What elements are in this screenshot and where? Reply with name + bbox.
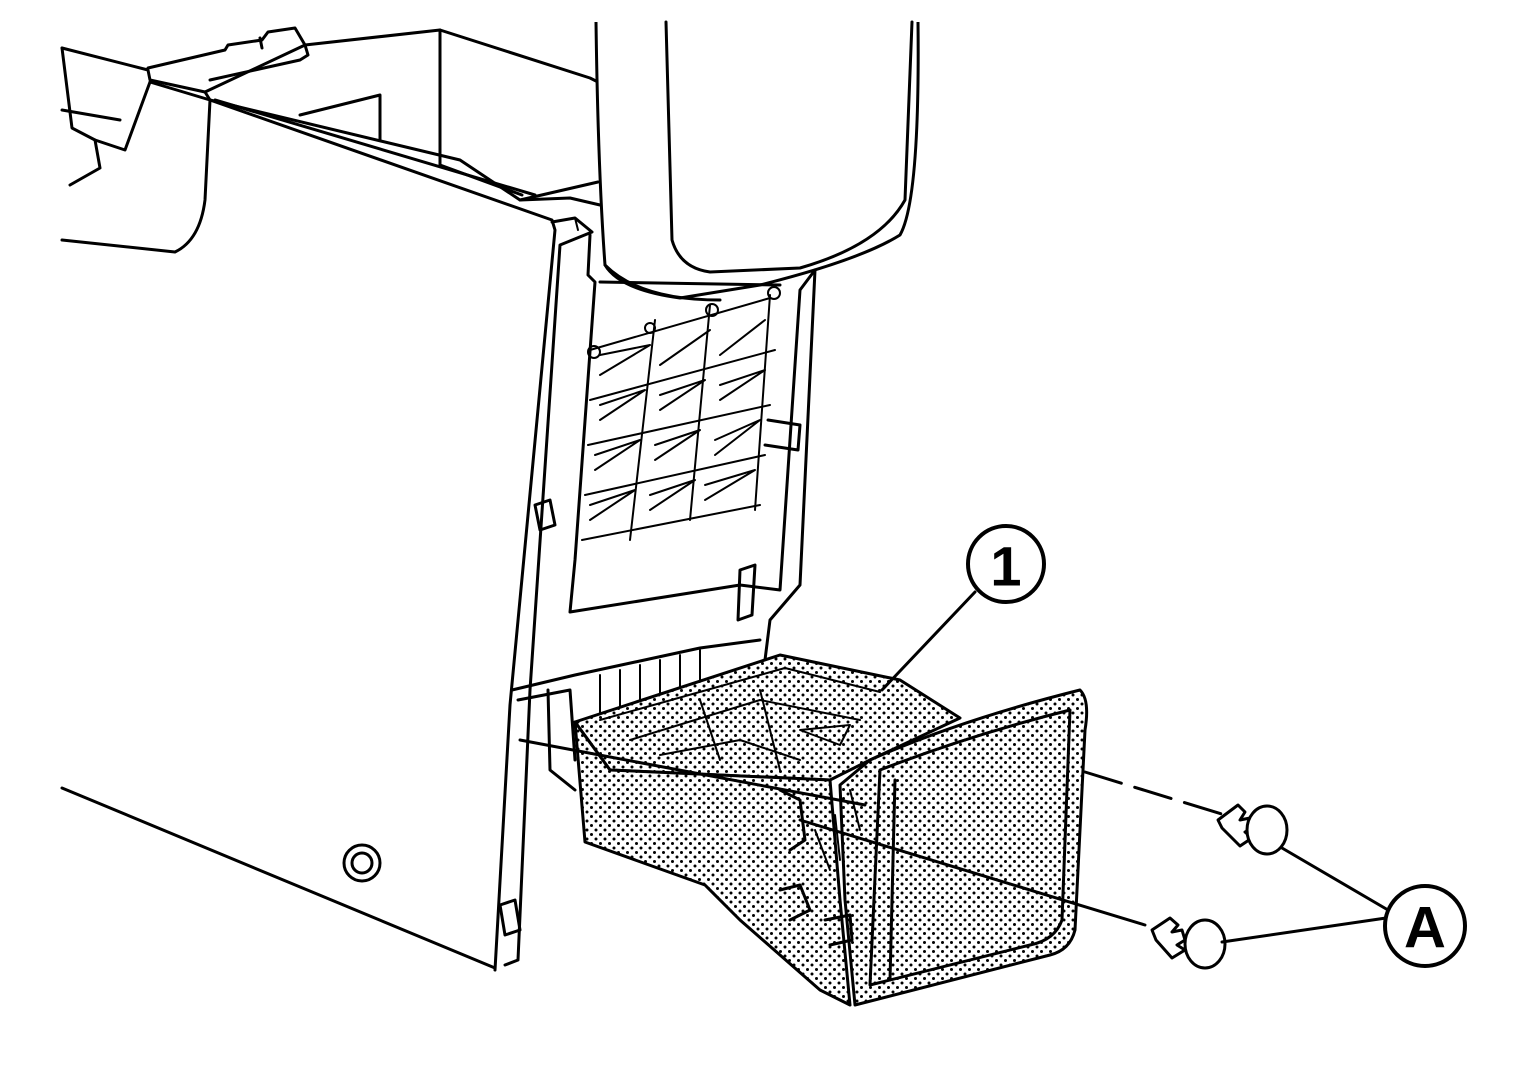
leader-lines [880, 590, 1390, 944]
assembly-guide-lines [518, 738, 1227, 927]
callout-a-label: A [1404, 896, 1446, 961]
console-rear-bracket [510, 233, 817, 792]
callout-1: 1 [966, 524, 1046, 604]
clip-lower [1150, 916, 1227, 970]
rear-finisher-part-1 [573, 653, 1089, 1007]
center-console-body [60, 26, 602, 972]
clip-upper [1216, 803, 1289, 856]
callout-1-label: 1 [990, 535, 1021, 598]
console-armrest [594, 20, 920, 302]
callout-a: A [1383, 884, 1467, 968]
